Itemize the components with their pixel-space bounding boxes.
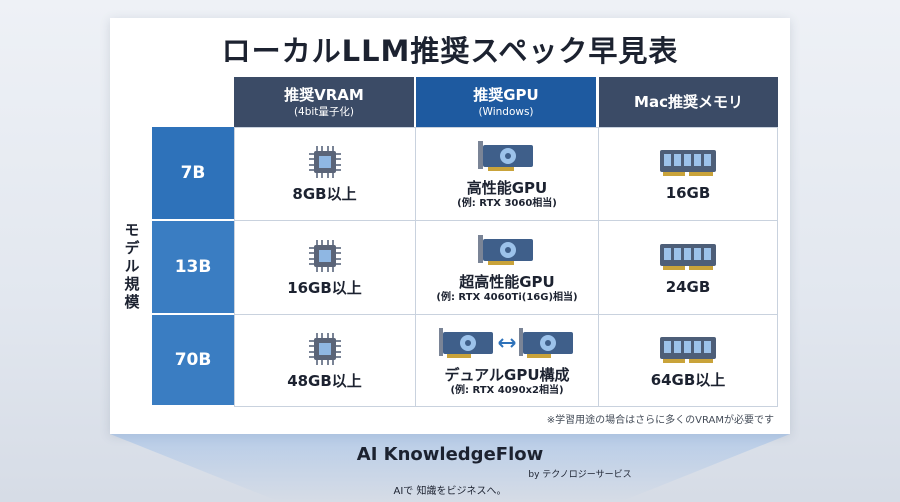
page-title: ローカルLLM推奨スペック早見表 xyxy=(221,34,679,68)
chip-icon xyxy=(308,145,341,178)
graphics-card-icon xyxy=(478,140,533,171)
column-header-vram: 推奨VRAM (4bit量子化) xyxy=(234,77,414,127)
cell-mac-70b: 64GB以上 xyxy=(599,315,778,407)
gpu-value: デュアルGPU構成 xyxy=(444,365,570,384)
column-header-label: 推奨VRAM xyxy=(284,85,364,104)
memory-module-icon xyxy=(660,243,716,270)
cell-vram-7b: 8GB以上 xyxy=(234,127,416,221)
cell-mac-7b: 16GB xyxy=(599,127,778,221)
mac-memory-value: 64GB以上 xyxy=(650,370,726,389)
row-header-13b: 13B xyxy=(152,221,234,315)
dual-graphics-card-icon xyxy=(439,327,573,358)
cell-vram-13b: 16GB以上 xyxy=(234,221,416,315)
column-header-label: Mac推奨メモリ xyxy=(634,93,743,111)
gpu-example: (例: RTX 4060Ti(16G)相当) xyxy=(436,291,578,303)
chip-icon xyxy=(308,332,341,365)
brand-tagline: AIで 知識をビジネスへ。 xyxy=(393,486,507,497)
gpu-value: 超高性能GPU xyxy=(459,272,555,291)
vram-value: 8GB以上 xyxy=(292,184,357,203)
cell-vram-70b: 48GB以上 xyxy=(234,315,416,407)
brand-byline: by テクノロジーサービス xyxy=(528,470,632,480)
model-size-label: モデル規模 xyxy=(112,127,152,407)
column-header-label: 推奨GPU xyxy=(473,85,539,104)
gpu-value: 高性能GPU xyxy=(466,178,548,197)
gpu-example: (例: RTX 4090x2相当) xyxy=(450,384,564,396)
spec-table-card: ローカルLLM推奨スペック早見表 推奨VRAM (4bit量子化) 推奨GPU … xyxy=(110,18,790,434)
mac-memory-value: 24GB xyxy=(665,277,711,296)
memory-module-icon xyxy=(660,336,716,363)
footnote: ※学習用途の場合はさらに多くのVRAMが必要です xyxy=(546,415,774,426)
chip-icon xyxy=(308,239,341,272)
column-header-mac: Mac推奨メモリ xyxy=(599,77,778,127)
gpu-example: (例: RTX 3060相当) xyxy=(457,197,557,209)
column-header-sub: (Windows) xyxy=(478,105,534,118)
brand-name: AI KnowledgeFlow xyxy=(356,444,544,465)
cell-gpu-7b: 高性能GPU (例: RTX 3060相当) xyxy=(416,127,599,221)
vram-value: 16GB以上 xyxy=(287,278,362,297)
graphics-card-icon xyxy=(478,234,533,265)
vram-value: 48GB以上 xyxy=(287,371,362,390)
table-grid xyxy=(234,127,778,407)
column-header-sub: (4bit量子化) xyxy=(293,105,355,118)
cell-mac-13b: 24GB xyxy=(599,221,778,315)
memory-module-icon xyxy=(660,149,716,176)
cell-gpu-13b: 超高性能GPU (例: RTX 4060Ti(16G)相当) xyxy=(416,221,599,315)
row-header-7b: 7B xyxy=(152,127,234,221)
mac-memory-value: 16GB xyxy=(665,183,711,202)
row-header-70b: 70B xyxy=(152,315,234,407)
cell-gpu-70b: デュアルGPU構成 (例: RTX 4090x2相当) xyxy=(416,315,599,407)
column-header-gpu: 推奨GPU (Windows) xyxy=(416,77,596,127)
model-size-text: モデル規模 xyxy=(122,222,141,312)
